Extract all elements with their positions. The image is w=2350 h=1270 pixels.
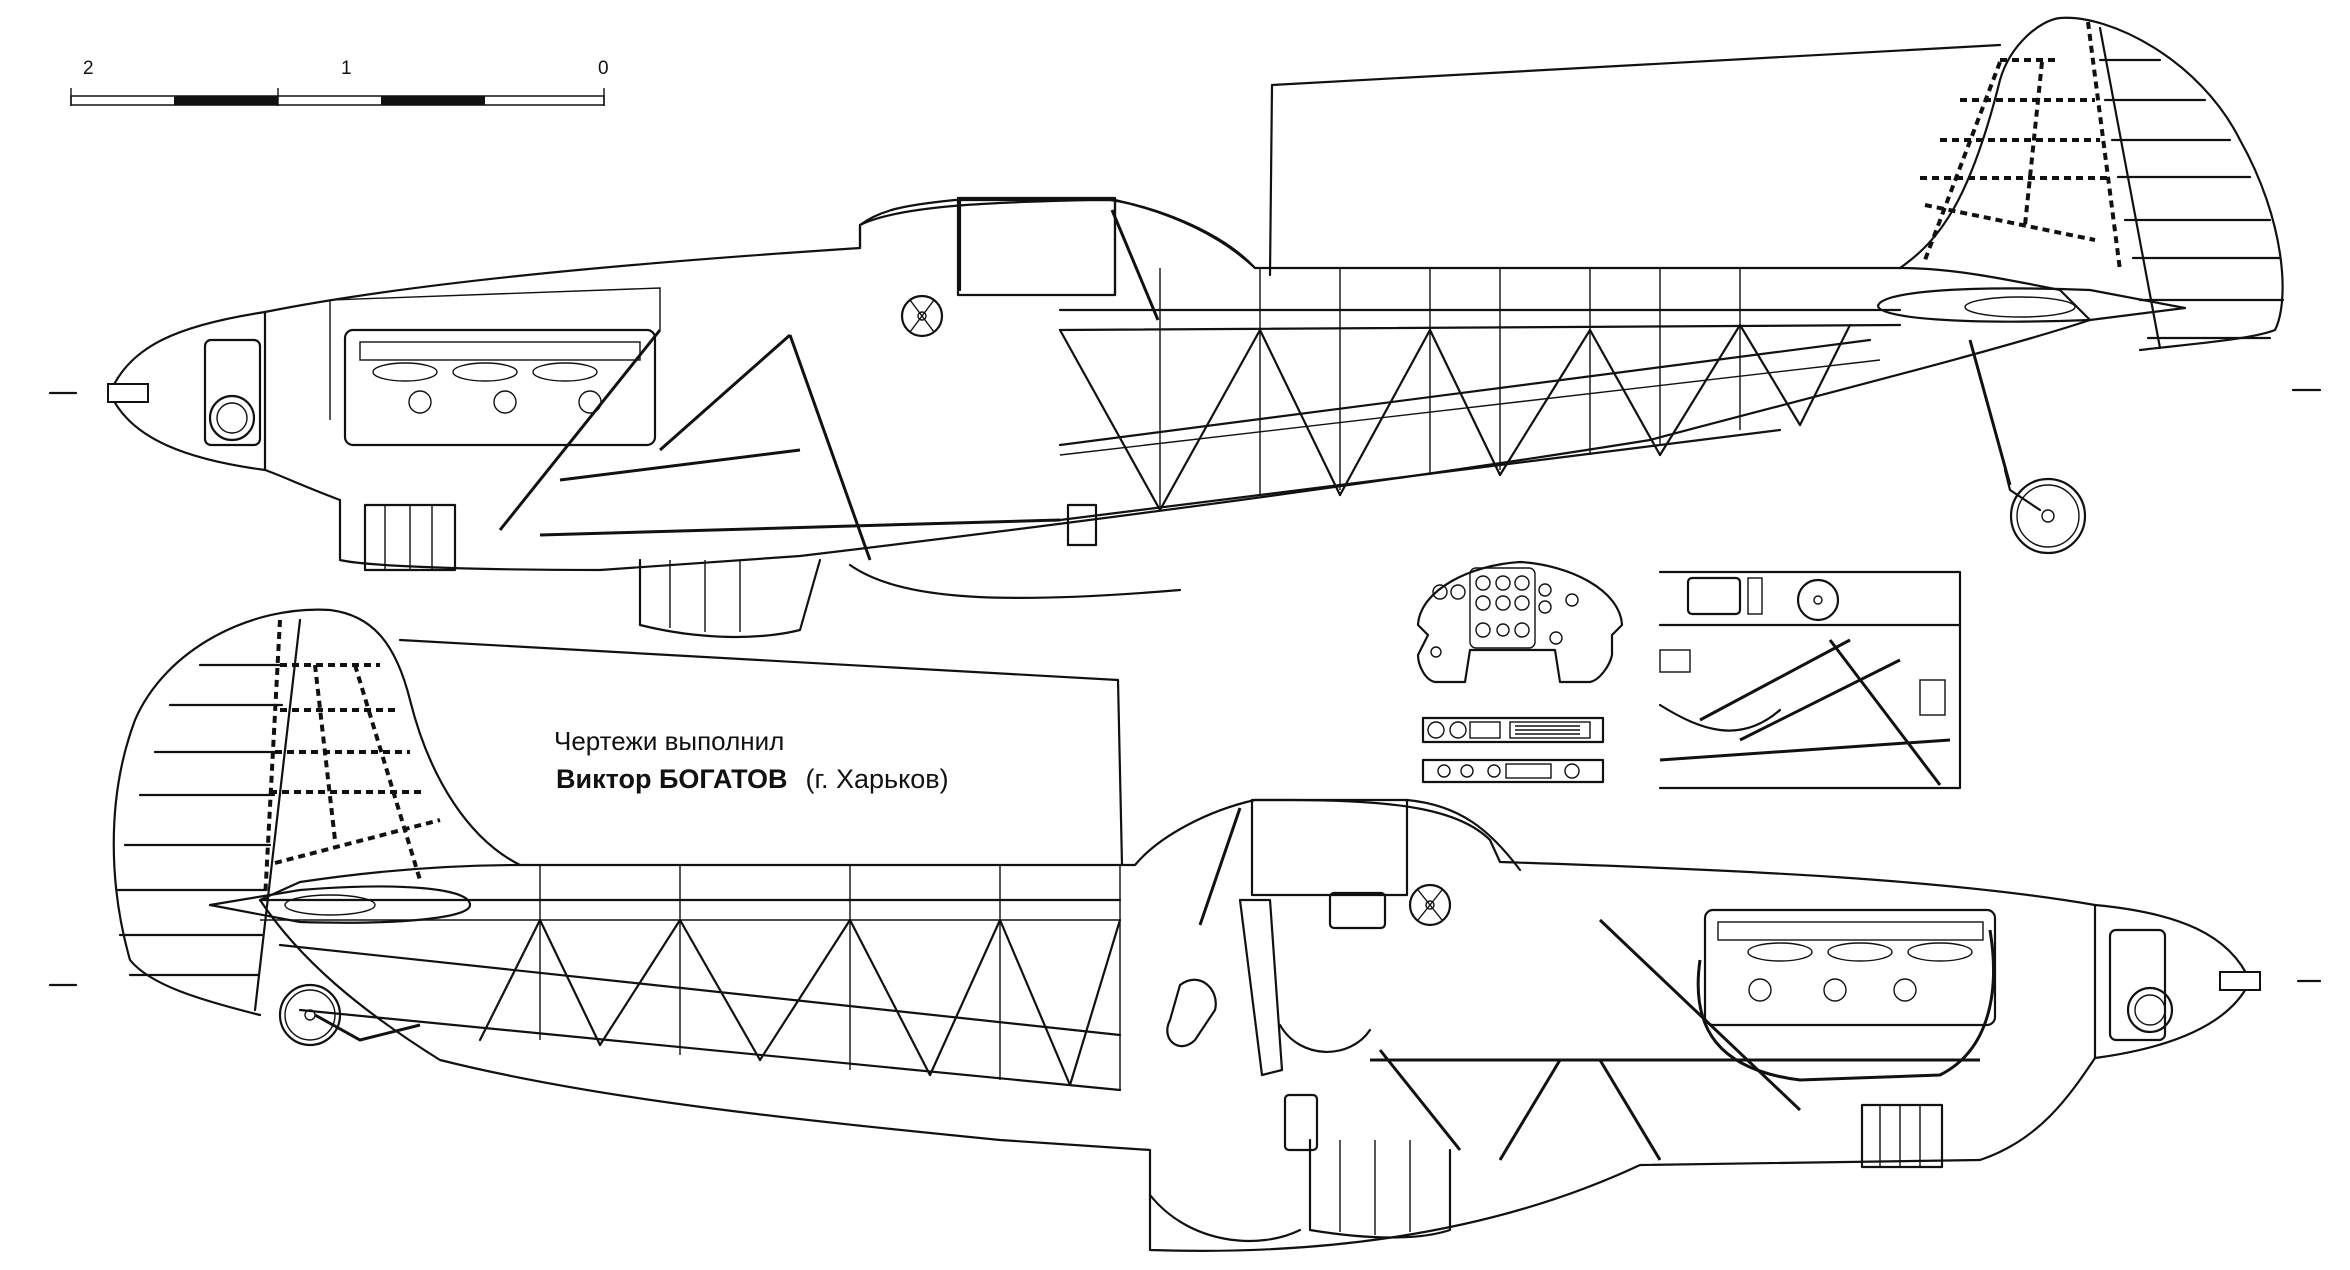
lower-fin-spars [263,619,441,901]
lower-rudder-hinge-line [253,618,302,1012]
scale-segment-black-1 [174,96,278,105]
reduction-gear-housing [208,394,256,442]
tailplane-airfoil [1876,287,2187,323]
exhaust-stacks [372,362,598,382]
scale-bar-frame [70,95,605,106]
engine-gears [408,390,602,414]
lower-prop-shaft [2219,971,2261,991]
lower-tailplane-airfoil [208,885,472,924]
engine-block [343,328,657,447]
lower-engine-gears [1748,978,1917,1002]
engine-cylinder-head [359,341,641,361]
scale-segment-black-2 [381,96,485,105]
lower-canopy-strut [1198,807,1242,926]
canopy-frame [858,198,1117,297]
lower-fuselage-frames [539,865,1121,1090]
scale-bar [70,88,605,106]
canopy-sliding-section [956,196,1117,297]
pilot-seat-back [1238,898,1284,1077]
lower-fuselage-outline [258,798,2097,1252]
oxygen-bottle [1166,978,1217,1048]
credit-author-block: Виктор БОГАТОВ (г. Харьков) [556,764,949,795]
lower-belly-radiator [1308,1138,1452,1239]
credit-city: (г. Харьков) [805,764,949,794]
lower-wing-plan-line [398,638,1124,867]
rear-fuselage-truss [1058,308,1902,522]
scale-label-1: 1 [341,58,352,79]
belly-fairing [848,563,1182,600]
engine-mount-frame [498,329,1061,561]
upper-aircraft-profile [48,16,2322,639]
inset-cockpit-detail [1658,570,1962,790]
belly-radiator [638,558,822,639]
lower-belly-fairing [1148,1193,1302,1243]
lower-engine-mount-frame [1370,918,1980,1161]
scale-label-0: 0 [598,58,609,79]
tailplane-spar [1964,296,2076,318]
lower-reduction-gear [2126,986,2174,1034]
inset-side-console-right [1421,758,1605,784]
credit-line: Чертежи выполнил [554,726,785,756]
lower-rudder-ribs [116,663,287,977]
lower-trim-wheel [1408,883,1452,927]
lower-canopy-sliding-section [1250,798,1409,897]
lower-engine-block [1703,908,1997,1027]
engine-top-pipework [329,287,661,420]
gearbox [203,338,262,447]
canopy-strut [1110,209,1160,321]
lower-fin-rudder-outline [112,608,522,1017]
inset-instrument-panel [1416,560,1624,684]
lower-rear-fuselage-truss [258,898,1122,1092]
lower-exhaust-stacks [1747,942,1973,962]
lower-oil-tank [1283,1093,1319,1152]
fuselage-outline [263,198,2092,572]
prop-shaft [107,383,149,403]
fuselage-frames [1159,268,1741,510]
rudder-ribs [2098,58,2285,340]
radiator-panels [669,560,741,632]
lower-coolant-pipe [1696,929,1995,1082]
lower-chin-radiator [1860,1103,1944,1169]
lower-spinner [2093,903,2252,1060]
reduction-gear-inner [216,402,248,434]
oil-tank [1066,503,1098,547]
lower-gearbox [2108,928,2167,1042]
fin-spars [1920,21,2122,271]
lower-tail-wheel [278,983,421,1047]
canopy-glazing [958,198,1257,292]
seat-pan [1278,1023,1372,1053]
spinner [108,310,267,472]
tail-wheel [1968,339,2087,555]
credit-author: Виктор БОГАТОВ [556,764,788,794]
lower-windscreen [1405,798,1522,872]
fin-rudder-outline [1898,16,2284,352]
trim-wheel [900,294,944,338]
rudder-hinge-line [2098,26,2162,350]
scale-label-2: 2 [83,58,94,79]
wing-plan-line [1268,43,2002,277]
lower-instrument-box [1328,891,1387,930]
lower-aircraft-profile [48,608,2322,1252]
inset-side-console-left [1421,716,1605,744]
